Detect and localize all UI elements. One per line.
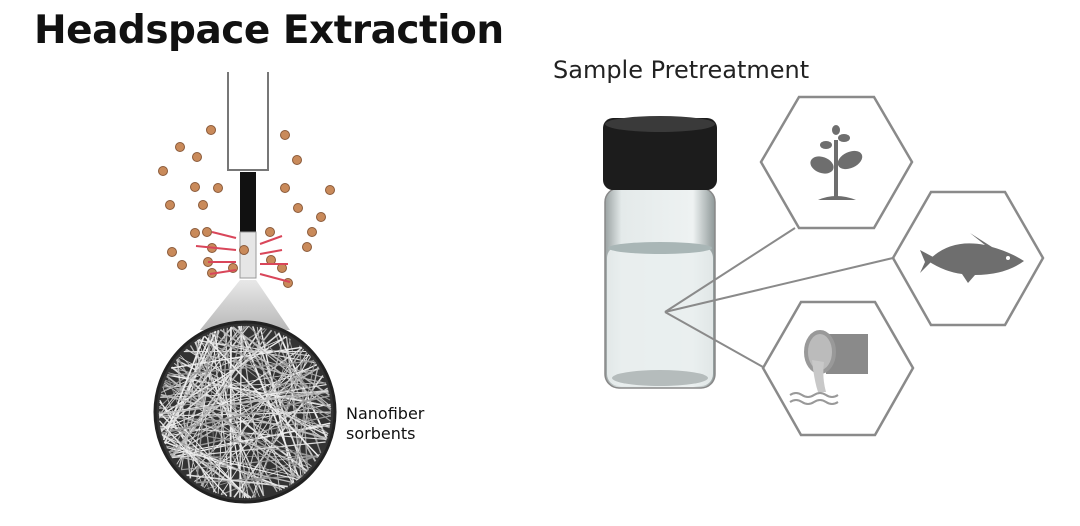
particle: [190, 228, 200, 238]
fiber: [159, 401, 248, 499]
arrow: [259, 273, 291, 283]
fiber: [213, 352, 308, 493]
fiber: [252, 338, 291, 498]
fiber: [160, 332, 280, 432]
fiber: [195, 340, 215, 493]
fiber: [189, 330, 220, 479]
particle: [177, 260, 187, 270]
particle: [190, 182, 200, 192]
particle: [293, 203, 303, 213]
connector-lines: [664, 227, 894, 368]
fiber: [159, 384, 327, 410]
particle: [307, 227, 317, 237]
fiber: [220, 356, 312, 495]
fiber: [199, 338, 294, 484]
fiber: [239, 326, 242, 498]
fiber: [168, 372, 332, 415]
fiber: [160, 393, 328, 440]
sample-pretreatment-title: Sample Pretreatment: [553, 56, 810, 84]
fiber: [212, 331, 331, 422]
vial-cap: [603, 118, 717, 190]
fiber: [160, 426, 319, 458]
particle: [202, 227, 212, 237]
adsorption-arrows: [195, 231, 291, 283]
particle: [302, 242, 312, 252]
fiber: [170, 328, 267, 457]
particle: [292, 155, 302, 165]
fiber: [203, 346, 302, 488]
particle: [239, 245, 249, 255]
particle: [265, 227, 275, 237]
wastewater-pipe-icon: [789, 330, 868, 405]
fiber: [222, 328, 249, 499]
sample-vial: [603, 116, 717, 389]
fiber: [160, 325, 250, 433]
particle: [165, 200, 175, 210]
fiber: [159, 420, 228, 497]
fiber: [176, 327, 262, 465]
arrow: [209, 269, 237, 275]
fiber: [171, 366, 308, 472]
fiber: [200, 348, 305, 487]
particle: [192, 152, 202, 162]
fiber: [231, 326, 310, 470]
nanofiber-mesh: [153, 320, 337, 504]
headspace-extraction-title: Headspace Extraction: [34, 8, 504, 53]
particle: [280, 183, 290, 193]
fiber: [251, 326, 306, 474]
fiber: [158, 384, 327, 415]
fiber: [196, 340, 311, 357]
fiber: [161, 336, 287, 393]
particle: [213, 183, 223, 193]
analyte-particles: [158, 125, 335, 288]
fiber: [166, 375, 300, 480]
particle: [206, 125, 216, 135]
arrow: [259, 249, 283, 255]
particle: [198, 200, 208, 210]
fiber: [161, 432, 282, 491]
fiber: [171, 367, 331, 408]
arrow: [211, 231, 237, 239]
fiber: [164, 380, 307, 474]
nanofiber-sorbents-label: Nanofiber sorbents: [346, 404, 424, 444]
fiber: [181, 455, 320, 471]
arrow: [259, 235, 283, 245]
magnification-cone: [200, 280, 290, 330]
particle: [280, 130, 290, 140]
fiber: [208, 333, 216, 493]
particle: [167, 247, 177, 257]
label-line-2: sorbents: [346, 424, 416, 443]
arrow: [195, 245, 237, 251]
fiber: [248, 325, 332, 411]
fiber: [161, 433, 252, 499]
fiber: [171, 329, 273, 458]
fiber: [161, 395, 330, 435]
plant-icon: [810, 125, 863, 200]
fiber: [159, 406, 311, 469]
label-line-1: Nanofiber: [346, 404, 425, 423]
fiber: [158, 411, 318, 459]
syringe-fiber: [227, 72, 269, 279]
particle: [325, 185, 335, 195]
fiber: [160, 425, 327, 441]
particle: [316, 212, 326, 222]
particle: [175, 142, 185, 152]
fiber: [219, 328, 332, 410]
fiber: [286, 336, 304, 476]
fiber: [158, 391, 329, 415]
fiber: [162, 386, 204, 488]
fiber: [160, 390, 329, 430]
particle: [158, 166, 168, 176]
fish-icon: [920, 233, 1024, 283]
